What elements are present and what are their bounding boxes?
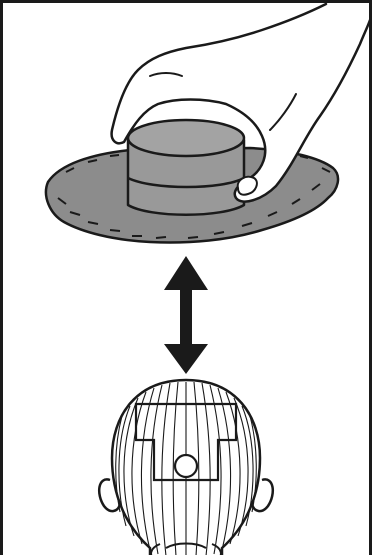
arrow-up-head bbox=[164, 256, 208, 290]
head-icon bbox=[99, 380, 273, 555]
arrow-shaft bbox=[180, 286, 192, 352]
hat-crown-top bbox=[128, 120, 244, 156]
crown-point bbox=[175, 455, 197, 477]
double-arrow-icon bbox=[164, 256, 208, 374]
arrow-down-head bbox=[164, 344, 208, 374]
